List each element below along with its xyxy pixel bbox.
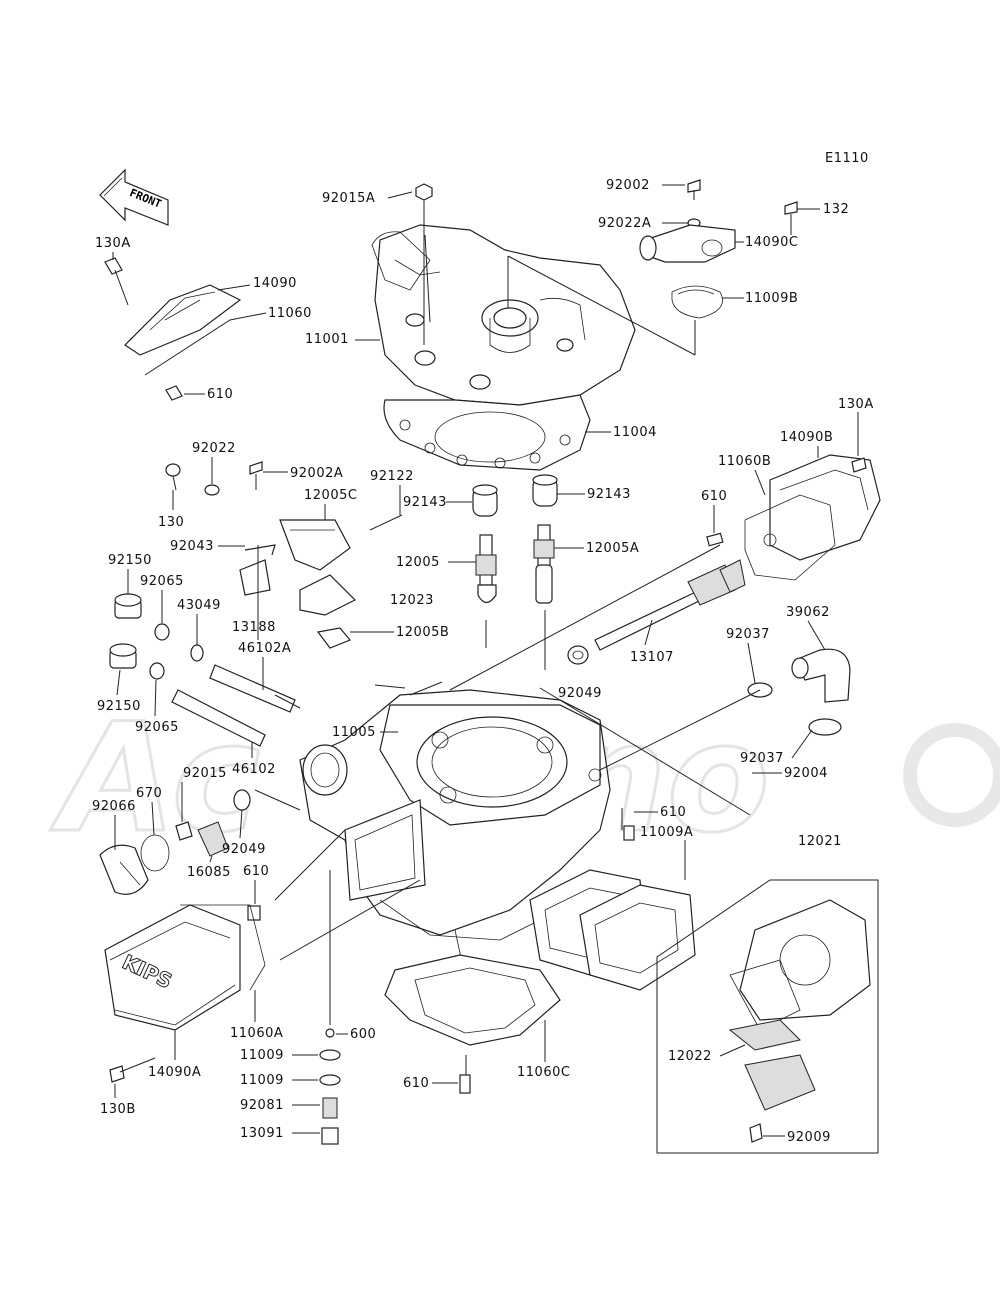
label-132: 132 — [823, 202, 849, 217]
label-92150-top: 92150 — [108, 553, 152, 568]
label-92065-top: 92065 — [140, 574, 184, 589]
diagram-code: E1110 — [825, 151, 869, 166]
label-39062: 39062 — [786, 605, 830, 620]
label-92143-right: 92143 — [587, 487, 631, 502]
label-92043: 92043 — [170, 539, 214, 554]
drain-parts — [319, 870, 341, 1145]
reed-valve-box — [656, 879, 879, 1154]
label-12005B: 12005B — [396, 625, 449, 640]
front-arrow-icon: FRONT — [99, 168, 169, 226]
shafts-46102 — [171, 664, 301, 747]
label-11060B: 11060B — [718, 454, 771, 469]
label-670: 670 — [136, 786, 162, 801]
label-610-e: 610 — [403, 1076, 429, 1091]
label-92049-right: 92049 — [558, 686, 602, 701]
label-13091: 13091 — [240, 1126, 284, 1141]
kips-cover: KIPS — [104, 904, 266, 1083]
label-14090: 14090 — [253, 276, 297, 291]
label-12005A: 12005A — [586, 541, 639, 556]
valve-shafts — [475, 524, 555, 670]
collars-92143 — [472, 474, 558, 517]
label-11004: 11004 — [613, 425, 657, 440]
cylinder-head — [371, 224, 636, 406]
label-130B: 130B — [100, 1102, 136, 1117]
label-130: 130 — [158, 515, 184, 530]
label-600: 600 — [350, 1027, 376, 1042]
label-11009A: 11009A — [640, 825, 693, 840]
label-92122: 92122 — [370, 469, 414, 484]
label-610-d: 610 — [243, 864, 269, 879]
label-12005: 12005 — [396, 555, 440, 570]
small-parts-right-top — [639, 179, 798, 355]
label-92037-top: 92037 — [726, 627, 770, 642]
label-92022: 92022 — [192, 441, 236, 456]
shaft-13107 — [567, 559, 746, 665]
label-92015A: 92015A — [322, 191, 375, 206]
label-92002A: 92002A — [290, 466, 343, 481]
label-46102: 46102 — [232, 762, 276, 777]
label-11009B: 11009B — [745, 291, 798, 306]
label-130A-left: 130A — [95, 236, 131, 251]
left-lower-small-parts — [99, 789, 251, 895]
label-14090B: 14090B — [780, 430, 833, 445]
label-11001: 11001 — [305, 332, 349, 347]
label-12021: 12021 — [798, 834, 842, 849]
label-11009-b: 11009 — [240, 1073, 284, 1088]
label-610-a: 610 — [207, 387, 233, 402]
label-46102A: 46102A — [238, 641, 291, 656]
label-92150-bottom: 92150 — [97, 699, 141, 714]
plugs-and-washers — [109, 593, 204, 680]
label-610-b: 610 — [701, 489, 727, 504]
label-12022: 12022 — [668, 1049, 712, 1064]
dowel-610-a — [706, 532, 724, 547]
label-11005: 11005 — [332, 725, 376, 740]
dowel-610-b — [623, 825, 635, 841]
label-14090A: 14090A — [148, 1065, 201, 1080]
head-gasket — [383, 394, 591, 471]
label-92066: 92066 — [92, 799, 136, 814]
label-13188: 13188 — [232, 620, 276, 635]
label-130A-right: 130A — [838, 397, 874, 412]
label-610-c: 610 — [660, 805, 686, 820]
bolt-92015A — [415, 183, 433, 345]
dowel-610-d — [459, 1074, 471, 1094]
label-14090C: 14090C — [745, 235, 798, 250]
assembly-lines — [254, 544, 761, 1075]
label-43049: 43049 — [177, 598, 221, 613]
label-11060: 11060 — [268, 306, 312, 321]
label-92081: 92081 — [240, 1098, 284, 1113]
label-92015: 92015 — [183, 766, 227, 781]
label-92002: 92002 — [606, 178, 650, 193]
valve-linkage-left — [165, 461, 403, 649]
label-92049-left: 92049 — [222, 842, 266, 857]
label-13107: 13107 — [630, 650, 674, 665]
reed-gaskets — [529, 869, 696, 991]
label-16085: 16085 — [187, 865, 231, 880]
label-92004: 92004 — [784, 766, 828, 781]
label-92022A: 92022A — [598, 216, 651, 231]
part-labels: 92015A 92002 92022A 132 14090C 11009B 13… — [92, 178, 874, 1145]
label-11060A: 11060A — [230, 1026, 283, 1041]
label-12023: 12023 — [390, 593, 434, 608]
left-top-cover — [104, 257, 242, 401]
dowel-610-c — [247, 905, 261, 921]
cylinder-body — [299, 681, 611, 1001]
right-top-cover — [744, 454, 881, 581]
label-92009: 92009 — [787, 1130, 831, 1145]
label-11009-a: 11009 — [240, 1048, 284, 1063]
base-gasket — [384, 954, 561, 1046]
label-92037-bottom: 92037 — [740, 751, 784, 766]
label-92143-left: 92143 — [403, 495, 447, 510]
label-12005C: 12005C — [304, 488, 357, 503]
label-11060C: 11060C — [517, 1065, 570, 1080]
label-92065-bottom: 92065 — [135, 720, 179, 735]
